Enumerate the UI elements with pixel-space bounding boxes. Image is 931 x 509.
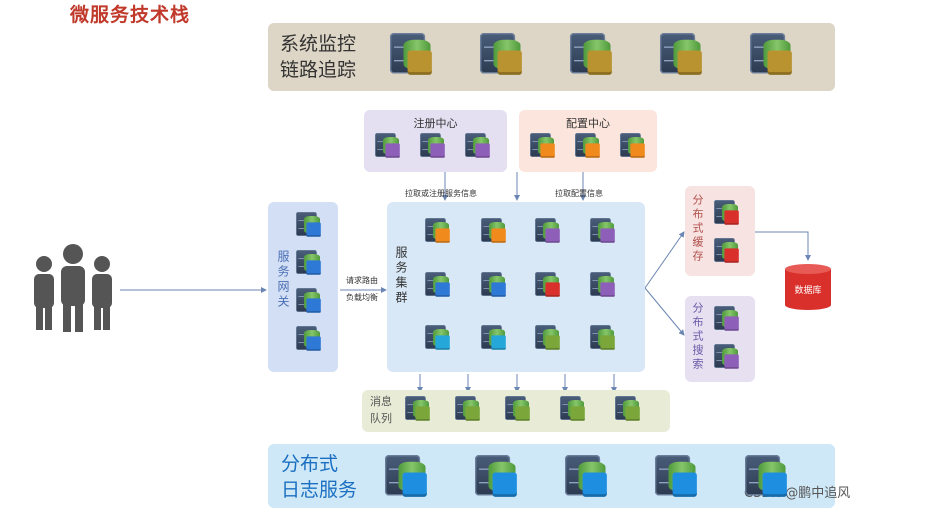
logging-panel: 分布式 日志服务 bbox=[268, 444, 835, 508]
pull-registry-label: 拉取或注册服务信息 bbox=[405, 189, 477, 198]
server-icon bbox=[296, 326, 323, 353]
search-panel: 分布式搜索 bbox=[685, 296, 755, 382]
server-icon bbox=[714, 306, 741, 333]
server-icon bbox=[481, 218, 508, 245]
server-icon bbox=[560, 396, 587, 423]
server-icon bbox=[480, 33, 526, 79]
database-cylinder-icon bbox=[785, 264, 831, 310]
pull-config-label: 拉取配置信息 bbox=[555, 189, 603, 198]
server-icon bbox=[296, 250, 323, 277]
server-icon bbox=[575, 133, 602, 160]
server-icon bbox=[714, 200, 741, 227]
server-icon bbox=[590, 218, 617, 245]
server-icon bbox=[390, 33, 436, 79]
server-icon bbox=[750, 33, 796, 79]
mq-label-line2: 队列 bbox=[370, 412, 392, 425]
server-icon bbox=[296, 212, 323, 239]
gateway-note-line2: 负载均衡 bbox=[346, 293, 378, 302]
database-icon: 数据库 bbox=[783, 263, 833, 311]
server-icon bbox=[375, 133, 402, 160]
gateway-label: 服务网关 bbox=[276, 250, 290, 310]
server-icon bbox=[455, 396, 482, 423]
server-icon bbox=[620, 133, 647, 160]
server-icon bbox=[535, 325, 562, 352]
server-icon bbox=[660, 33, 706, 79]
logging-label-line1: 分布式 bbox=[281, 453, 339, 475]
server-icon bbox=[590, 325, 617, 352]
server-icon bbox=[296, 288, 323, 315]
server-icon bbox=[475, 455, 521, 501]
server-icon bbox=[615, 396, 642, 423]
mq-label-line1: 消息 bbox=[370, 395, 392, 408]
server-icon bbox=[535, 218, 562, 245]
search-label: 分布式搜索 bbox=[691, 302, 704, 372]
server-icon bbox=[530, 133, 557, 160]
server-icon bbox=[425, 272, 452, 299]
registry-label: 注册中心 bbox=[413, 117, 458, 130]
server-icon bbox=[425, 218, 452, 245]
monitor-panel: 系统监控 链路追踪 bbox=[268, 23, 835, 91]
server-icon bbox=[505, 396, 532, 423]
server-icon bbox=[714, 344, 741, 371]
server-icon bbox=[655, 455, 701, 501]
server-icon bbox=[465, 133, 492, 160]
server-icon bbox=[570, 33, 616, 79]
server-icon bbox=[590, 272, 617, 299]
server-icon bbox=[405, 396, 432, 423]
cache-label: 分布式缓存 bbox=[691, 194, 704, 264]
server-icon bbox=[420, 133, 447, 160]
server-icon bbox=[481, 325, 508, 352]
gateway-note-line1: 请求路由 bbox=[346, 276, 378, 285]
cluster-label: 服务集群 bbox=[394, 246, 408, 306]
server-icon bbox=[425, 325, 452, 352]
monitor-label-line2: 链路追踪 bbox=[280, 59, 357, 81]
server-icon bbox=[714, 238, 741, 265]
page-title: 微服务技术栈 bbox=[70, 4, 191, 26]
logging-label-line2: 日志服务 bbox=[281, 479, 358, 501]
server-icon bbox=[745, 455, 791, 501]
users-icon bbox=[28, 242, 118, 334]
server-icon bbox=[565, 455, 611, 501]
server-icon bbox=[535, 272, 562, 299]
database-label: 数据库 bbox=[794, 286, 822, 296]
server-icon bbox=[481, 272, 508, 299]
config-label: 配置中心 bbox=[566, 117, 610, 130]
monitor-label-line1: 系统监控 bbox=[280, 33, 357, 55]
server-icon bbox=[385, 455, 431, 501]
